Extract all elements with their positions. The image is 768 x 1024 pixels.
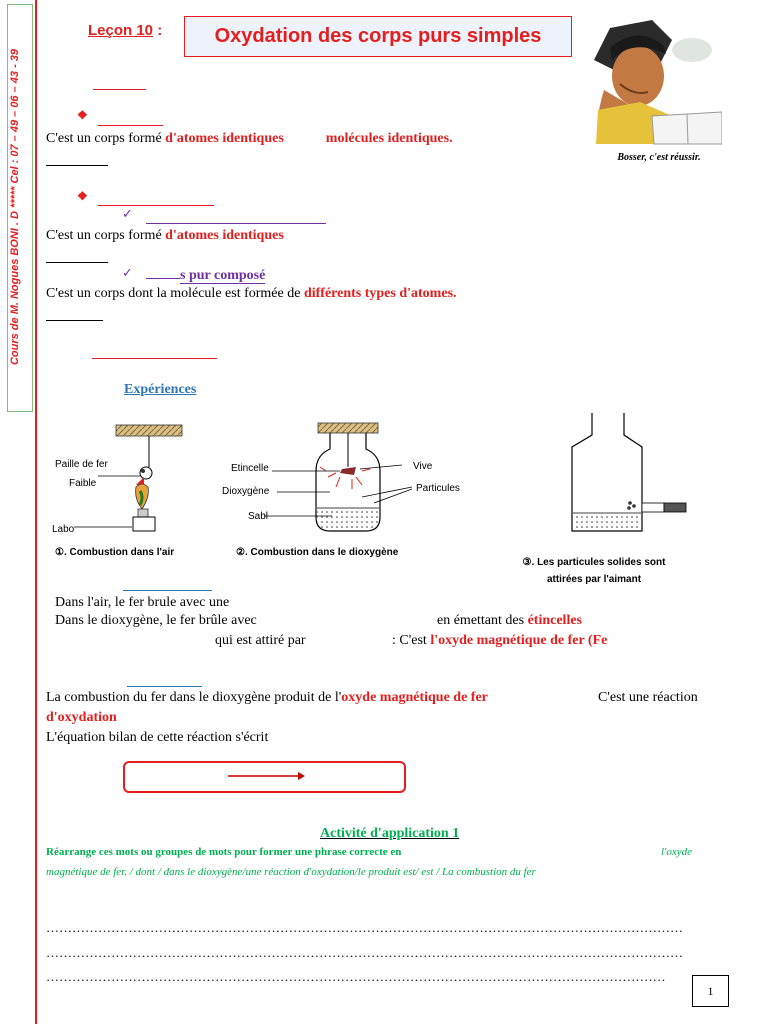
- caption-experiment-1: ①. Combustion dans l'air: [55, 547, 175, 558]
- bullet-diamond-1: ❖: [77, 108, 88, 122]
- observation-line-1: Dans l'air, le fer brule avec une: [55, 595, 230, 610]
- heading-blank-2: [98, 125, 163, 126]
- label-paille: Paille de fer: [55, 459, 108, 470]
- left-margin-rule: [35, 0, 37, 1024]
- answer-line-1[interactable]: ……………………………………………………………………………………………………………: [46, 920, 683, 935]
- example-blank-1: [46, 165, 108, 166]
- experiment-3-diagram: [571, 413, 687, 532]
- answer-line-2[interactable]: ……………………………………………………………………………………………………………: [46, 945, 683, 960]
- page-number-box: 1: [692, 975, 729, 1007]
- title-box: Oxydation des corps purs simples: [184, 16, 572, 57]
- check-icon-1: ✓: [122, 206, 133, 221]
- equation-box: [123, 761, 406, 793]
- experiment-1-diagram: [74, 424, 183, 532]
- heading-blank-3: [98, 205, 214, 206]
- label-dioxygene: Dioxygène: [222, 486, 270, 497]
- label-etincelle: Etincelle: [231, 463, 269, 474]
- experiment-2-diagram: [264, 422, 413, 532]
- conclusion-line-1: La combustion du fer dans le dioxygène p…: [46, 690, 488, 705]
- observation-line-3-right: : C'est l'oxyde magnétique de fer (Fe: [392, 633, 608, 648]
- observation-line-2-right: en émettant des étincelles: [437, 613, 582, 628]
- label-particules: Particules: [416, 483, 460, 494]
- sidebar-box: [7, 4, 33, 412]
- compound-heading: s pur composé: [146, 266, 266, 284]
- label-sabl: Sabl: [248, 511, 269, 522]
- definition-line-1: C'est un corps formé d'atomes identiques…: [46, 131, 453, 146]
- heading-blank-4: [146, 223, 326, 224]
- activity-instruction: Réarrange ces mots ou groupes de mots po…: [46, 846, 402, 858]
- definition-line-3: C'est un corps dont la molécule est form…: [46, 286, 457, 301]
- reaction-arrow-icon: [228, 772, 305, 780]
- conclusion-line-3: L'équation bilan de cette réaction s'écr…: [46, 730, 269, 745]
- example-blank-3: [46, 320, 103, 321]
- activity-words-part1: l'oxyde: [661, 846, 693, 858]
- caption-experiment-2: ②. Combustion dans le dioxygène: [236, 547, 399, 558]
- conclusion-line-2: d'oxydation: [46, 710, 117, 725]
- heading-blank-1: [93, 89, 146, 90]
- experiment-diagrams: [74, 413, 687, 532]
- lesson-label: Leçon 10 :: [88, 22, 163, 39]
- caption-experiment-3: ③. Les particules solides sont attirées …: [522, 557, 666, 585]
- conclusion-line-1-suffix: C'est une réaction: [598, 690, 698, 705]
- image-caption: Bosser, c'est réussir.: [617, 152, 701, 163]
- page-number: 1: [707, 983, 714, 998]
- bullet-diamond-2: ❖: [77, 189, 88, 203]
- activity-title: Activité d'application 1: [320, 826, 460, 841]
- observation-line-3-left: qui est attiré par: [215, 633, 306, 648]
- label-labo: Labo: [52, 524, 75, 535]
- heading-blank-5: [92, 358, 217, 359]
- check-icon-2: ✓: [122, 265, 133, 280]
- definition-line-2: C'est un corps formé d'atomes identiques: [46, 228, 284, 243]
- conclusion-heading-blank: [127, 686, 202, 687]
- experiments-heading: Expériences: [124, 382, 197, 397]
- sidebar-text: Cours de M. Nogues BONI . D ***** Cel : …: [9, 48, 21, 366]
- example-blank-2: [46, 262, 108, 263]
- page-title: Oxydation des corps purs simples: [214, 25, 542, 47]
- activity-words-part2: magnétique de fer. / dont / dans le diox…: [46, 866, 536, 878]
- observation-line-2-left: Dans le dioxygène, le fer brûle avec: [55, 613, 257, 628]
- label-vive: Vive: [413, 461, 433, 472]
- label-faible: Faible: [69, 478, 97, 489]
- observation-heading-blank: [123, 590, 212, 591]
- student-image: [594, 20, 722, 145]
- answer-line-3[interactable]: ……………………………………………………………………………………………………………: [46, 969, 666, 984]
